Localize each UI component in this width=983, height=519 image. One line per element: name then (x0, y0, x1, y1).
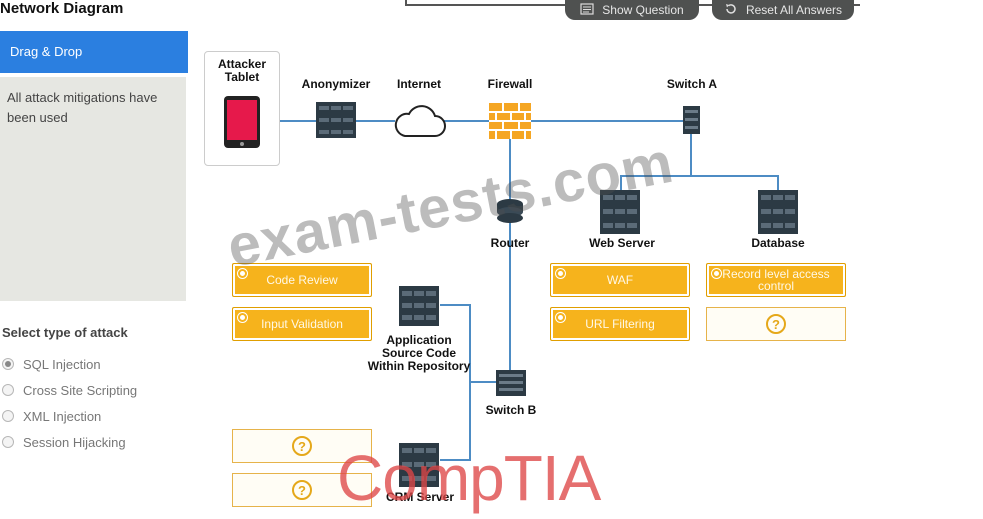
app-source-label: Application Source Code Within Repositor… (367, 333, 471, 373)
reset-label: Reset All Answers (745, 3, 843, 17)
mitigation-label: WAF (606, 273, 634, 287)
internet-label: Internet (396, 77, 441, 91)
radio-icon[interactable] (2, 436, 14, 448)
mitigation-waf[interactable]: WAF (550, 263, 690, 297)
drop-slot-crm-1[interactable]: ? (232, 429, 372, 463)
server-icon (600, 190, 640, 239)
mitigation-url-filtering[interactable]: URL Filtering (550, 307, 690, 341)
attack-option-session-hijacking[interactable]: Session Hijacking (2, 432, 126, 452)
server-icon (316, 102, 356, 143)
document-icon (580, 2, 594, 18)
mitigation-label: Code Review (266, 273, 338, 287)
radio-icon[interactable] (2, 384, 14, 396)
attack-option-label: SQL Injection (23, 356, 101, 372)
tablet-icon (223, 95, 261, 154)
drag-drop-area[interactable]: All attack mitigations have been used (0, 77, 186, 301)
attacker-tablet-node: Attacker Tablet (204, 51, 280, 166)
remove-icon[interactable] (712, 269, 721, 278)
attack-option-label: Session Hijacking (23, 434, 126, 450)
attack-option-label: XML Injection (23, 408, 102, 424)
radio-selected-icon[interactable] (2, 358, 14, 370)
anonymizer-label: Anonymizer (301, 77, 371, 91)
attack-option-xss[interactable]: Cross Site Scripting (2, 380, 137, 400)
drag-drop-message: All attack mitigations have been used (7, 90, 158, 125)
drop-slot-crm-2[interactable]: ? (232, 473, 372, 507)
question-mark-icon: ? (292, 480, 312, 500)
firewall-icon (489, 103, 531, 144)
mitigation-code-review[interactable]: Code Review (232, 263, 372, 297)
remove-icon[interactable] (238, 313, 247, 322)
server-icon (399, 286, 439, 331)
show-question-label: Show Question (602, 3, 684, 17)
database-icon (758, 190, 798, 239)
page-title: Network Diagram (0, 0, 124, 17)
mitigation-label: URL Filtering (585, 317, 655, 331)
router-label: Router (490, 236, 530, 250)
remove-icon[interactable] (556, 313, 565, 322)
attack-option-xml-injection[interactable]: XML Injection (2, 406, 101, 426)
show-question-button[interactable]: Show Question (565, 0, 699, 20)
question-mark-icon: ? (292, 436, 312, 456)
attack-option-label: Cross Site Scripting (23, 382, 138, 398)
switch-icon (683, 106, 700, 139)
remove-icon[interactable] (556, 269, 565, 278)
sidebar: Network Diagram Drag & Drop All attack m… (0, 0, 196, 519)
server-icon (399, 443, 439, 492)
attacker-tablet-label: Attacker Tablet (217, 57, 267, 84)
drag-drop-header: Drag & Drop (0, 31, 188, 73)
web-server-label: Web Server (589, 236, 655, 250)
router-icon (496, 198, 524, 229)
switch-icon (496, 370, 526, 401)
reset-all-answers-button[interactable]: Reset All Answers (712, 0, 854, 20)
attack-option-sql-injection[interactable]: SQL Injection (2, 354, 101, 374)
crm-server-label: CRM Server (385, 490, 455, 504)
switch-a-label: Switch A (666, 77, 718, 91)
firewall-label: Firewall (487, 77, 533, 91)
mitigation-label: Input Validation (261, 317, 343, 331)
switch-b-label: Switch B (485, 403, 537, 417)
database-label: Database (751, 236, 805, 250)
mitigation-input-validation[interactable]: Input Validation (232, 307, 372, 341)
remove-icon[interactable] (238, 269, 247, 278)
cloud-icon (393, 104, 447, 143)
mitigation-record-level-access[interactable]: Record level access control (706, 263, 846, 297)
attack-type-title: Select type of attack (2, 325, 128, 340)
reset-icon (724, 2, 738, 19)
question-mark-icon: ? (766, 314, 786, 334)
drop-slot-database[interactable]: ? (706, 307, 846, 341)
mitigation-label: Record level access control (722, 267, 830, 293)
radio-icon[interactable] (2, 410, 14, 422)
